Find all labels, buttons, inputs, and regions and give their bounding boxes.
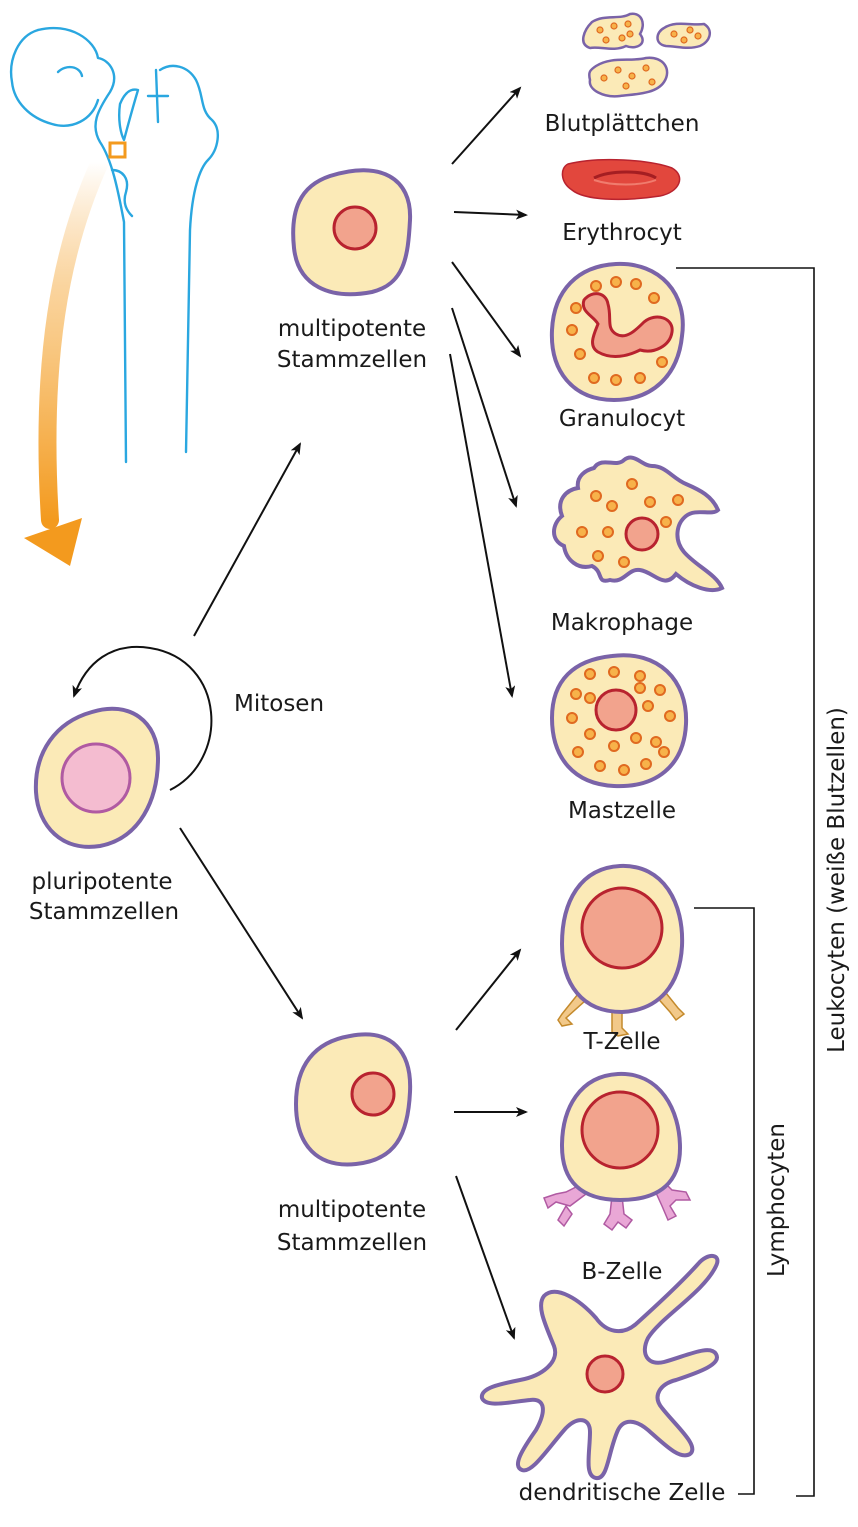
arrow-to-multipotent-bottom [179,827,304,1020]
dendritic-cell [479,1254,720,1480]
dendritische-zelle-label: dendritische Zelle [519,1480,726,1506]
pluripotent-label-line2: Stammzellen [29,899,179,925]
t-zelle-label: T-Zelle [582,1029,660,1055]
platelets [582,12,712,98]
lymphocyten-bracket [694,907,755,1495]
granulocyt-label: Granulocyt [559,406,685,432]
multipotent-top-label-line2: Stammzellen [277,347,427,373]
leukocyten-label: Leukocyten (weiße Blutzellen) [824,707,850,1053]
arrow-to-multipotent-top [193,442,301,637]
arrow-to-makrophage [451,307,518,508]
mast-cell [549,653,689,789]
arrow-to-t-zelle [455,948,522,1031]
femur-outline-icon [9,26,219,464]
arrow-to-erythrocyt [453,209,528,220]
pluripotent-label-line1: pluripotente [32,869,173,895]
makrophage-label: Makrophage [551,610,693,636]
arrow-to-mastzelle [449,353,516,698]
blutplaettchen-label: Blutplättchen [545,111,700,137]
mitosen-label: Mitosen [234,691,324,717]
multipotent-stem-cell-top [291,168,413,297]
gradient-curved-arrow-icon [24,153,109,566]
mastzelle-label: Mastzelle [568,798,676,824]
marrow-region-marker [108,141,127,159]
arrow-to-blutplaettchen [451,86,522,165]
multipotent-bottom-label-line2: Stammzellen [277,1230,427,1256]
erythrocyt-label: Erythrocyt [562,220,682,246]
leukocyten-bracket [676,267,815,1497]
arrow-to-granulocyt [451,261,522,358]
multipotent-stem-cell-bottom [293,1032,413,1167]
b-cell [543,1071,692,1232]
arrow-to-dendritische-zelle [455,1175,516,1340]
pluripotent-stem-cell [33,706,161,849]
lymphocyten-label: Lymphocyten [764,1123,790,1277]
granulocyte [549,261,685,403]
erythrocyte [561,158,681,201]
circular-arrow-icon [72,645,213,791]
t-cell [557,863,686,1037]
b-zelle-label: B-Zelle [582,1259,663,1285]
multipotent-bottom-label-line1: multipotente [278,1197,426,1223]
macrophage [552,455,725,593]
multipotent-top-label-line1: multipotente [278,316,426,342]
